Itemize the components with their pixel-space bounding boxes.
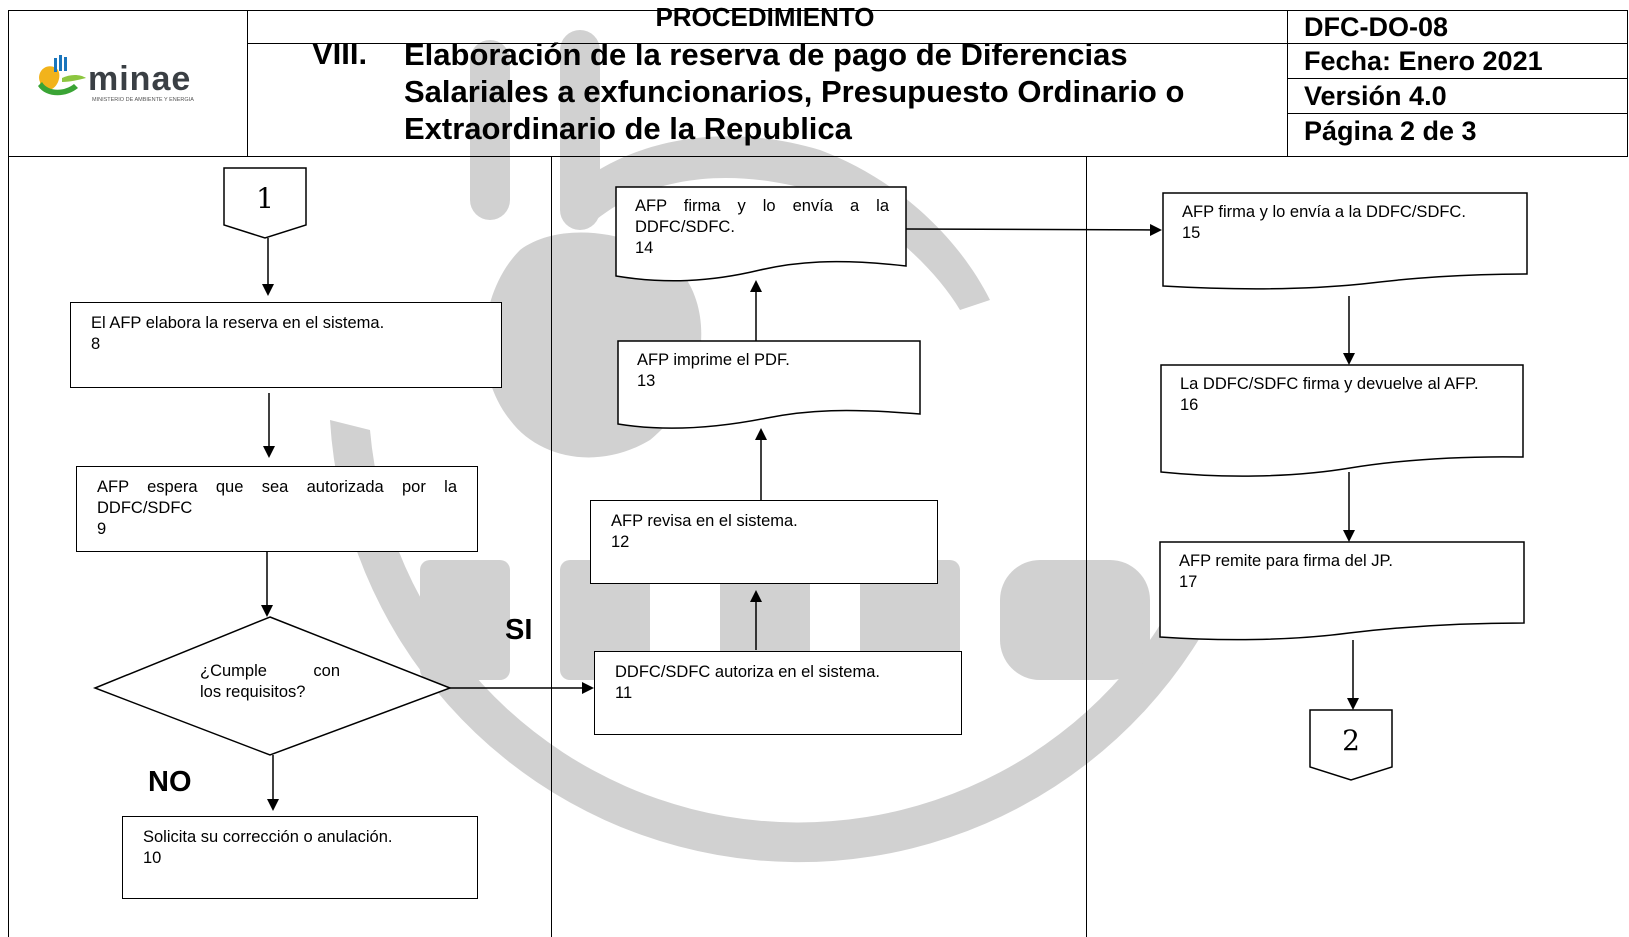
no-label: NO (148, 766, 192, 798)
step-8-box: El AFP elabora la reserva en el sistema.… (70, 302, 502, 388)
decision-line-2: los requisitos? (200, 683, 306, 701)
minae-logo: minae MINISTERIO DE AMBIENTE Y ENERGIA (32, 52, 212, 112)
step-9-box: AFP espera que sea autorizada por la DDF… (76, 466, 478, 552)
document-version: Versión 4.0 (1304, 81, 1447, 111)
step-14-number: 14 (635, 239, 654, 257)
step-8-text: El AFP elabora la reserva en el sistema. (91, 314, 385, 332)
step-9-text: AFP espera que sea autorizada por la DDF… (97, 478, 457, 517)
title-number: VIII. (312, 36, 368, 71)
decision-text: ¿Cumple con los requisitos? (200, 661, 340, 703)
document-date: Fecha: Enero 2021 (1304, 46, 1543, 76)
step-9-number: 9 (97, 520, 107, 538)
yes-label: SI (505, 614, 533, 646)
end-connector-shape (1309, 709, 1393, 781)
title-line-2: Salariales a exfuncionarios, Presupuesto… (404, 74, 1185, 109)
step-13-document: AFP imprime el PDF. 13 (617, 340, 921, 432)
end-connector-label: 2 (1342, 724, 1360, 757)
step-10-box: Solicita su corrección o anulación. 10 (122, 816, 478, 899)
lane-border-2 (1086, 157, 1087, 937)
step-11-text: DDFC/SDFC autoriza en el sistema. (615, 663, 880, 681)
step-14-document: AFP firma y lo envía a la DDFC/SDFC. 14 (615, 186, 907, 286)
start-connector-label: 1 (256, 182, 274, 215)
title-line-1: Elaboración de la reserva de pago de Dif… (404, 37, 1128, 72)
document-header (8, 10, 1628, 157)
lane-border-1 (551, 157, 552, 937)
step-13-number: 13 (637, 372, 656, 390)
step-17-document: AFP remite para firma del JP. 17 (1159, 541, 1525, 643)
document-code: DFC-DO-08 (1304, 12, 1449, 42)
step-17-text: AFP remite para firma del JP. (1179, 552, 1393, 570)
step-15-number: 15 (1182, 224, 1201, 242)
step-11-number: 11 (615, 684, 633, 702)
step-13-text: AFP imprime el PDF. (637, 351, 790, 369)
step-15-document: AFP firma y lo envía a la DDFC/SDFC. 15 (1162, 192, 1528, 292)
procedure-label: PROCEDIMIENTO (655, 2, 875, 32)
step-10-text: Solicita su corrección o anulación. (143, 828, 393, 846)
start-connector-shape (223, 167, 307, 239)
logo-wordmark: minae (88, 60, 192, 98)
step-12-box: AFP revisa en el sistema. 12 (590, 500, 938, 584)
step-11-box: DDFC/SDFC autoriza en el sistema. 11 (594, 651, 962, 735)
step-8-number: 8 (91, 335, 101, 353)
decision-diamond (92, 616, 453, 756)
logo-subtitle: MINISTERIO DE AMBIENTE Y ENERGIA (92, 97, 194, 103)
step-14-text: AFP firma y lo envía a la DDFC/SDFC. (635, 197, 889, 236)
step-12-text: AFP revisa en el sistema. (611, 512, 798, 530)
lane-border-left (8, 157, 9, 937)
arrow-14-to-15 (905, 223, 1162, 236)
step-12-number: 12 (611, 533, 630, 551)
step-16-document: La DDFC/SDFC firma y devuelve al AFP. 16 (1160, 364, 1524, 481)
step-17-number: 17 (1179, 573, 1198, 591)
procedure-title: Elaboración de la reserva de pago de Dif… (404, 36, 1244, 147)
step-16-number: 16 (1180, 396, 1199, 414)
page-number: Página 2 de 3 (1304, 116, 1477, 146)
step-15-text: AFP firma y lo envía a la DDFC/SDFC. (1182, 203, 1466, 221)
title-line-3: Extraordinario de la Republica (404, 111, 852, 146)
step-10-number: 10 (143, 849, 162, 867)
decision-line-1: ¿Cumple con (200, 662, 340, 680)
step-16-text: La DDFC/SDFC firma y devuelve al AFP. (1180, 375, 1479, 393)
